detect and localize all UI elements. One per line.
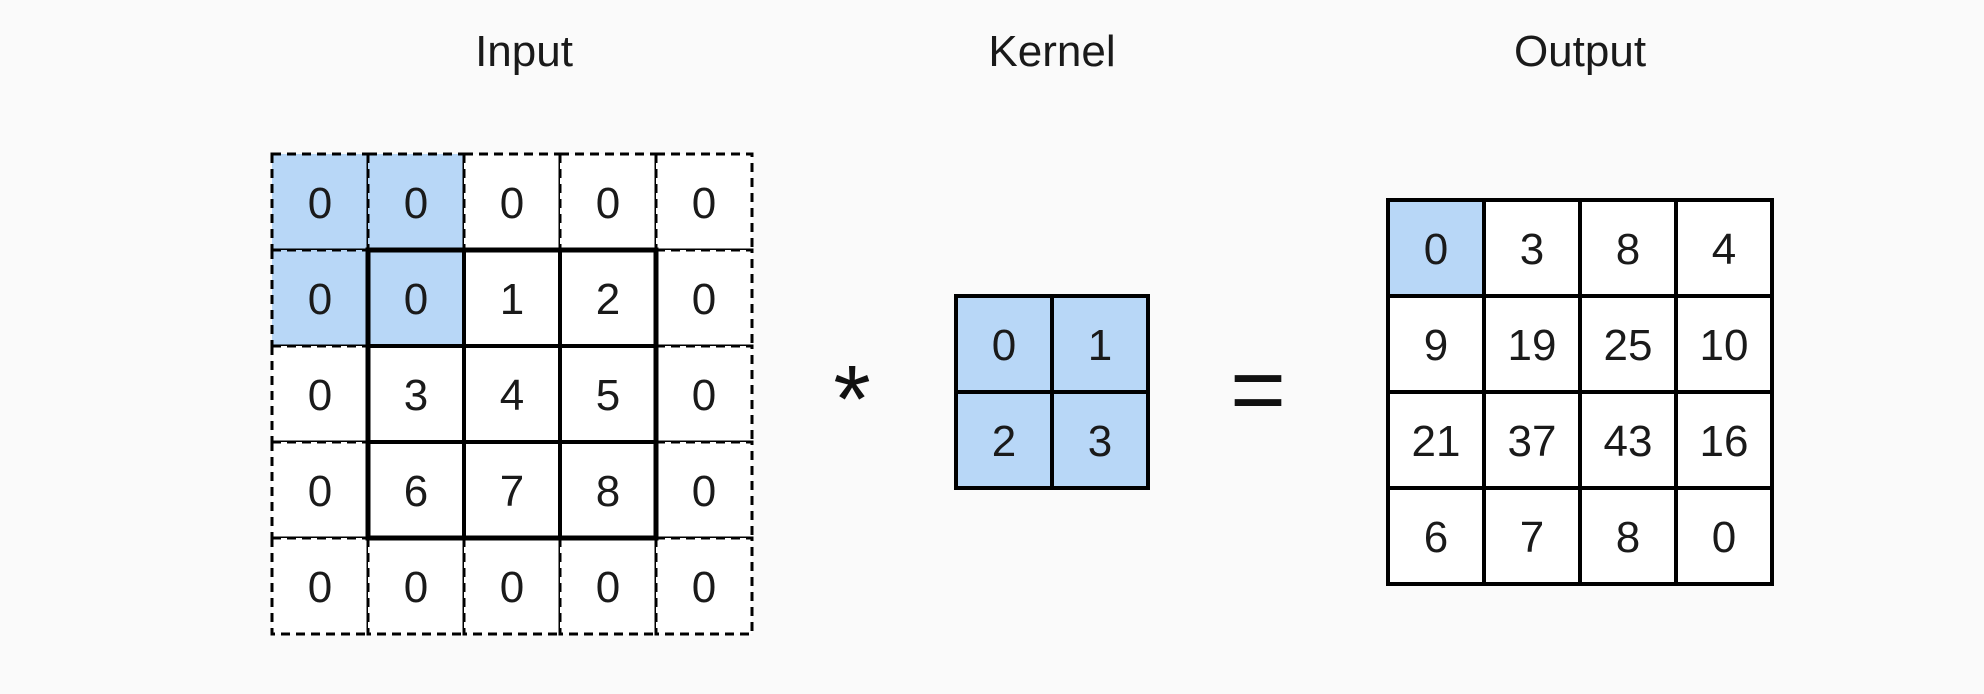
kernel-cell-value: 3 <box>1088 417 1112 466</box>
input-cell-value: 0 <box>692 467 716 516</box>
output-grid: 0 3 8 4 9 19 25 10 21 37 43 16 6 7 8 0 <box>1386 198 1774 586</box>
input-cell-value: 8 <box>596 467 620 516</box>
input-cell-value: 7 <box>500 467 524 516</box>
output-cell <box>1482 294 1582 394</box>
output-cell <box>1578 486 1678 586</box>
input-cell <box>270 152 370 252</box>
input-cell-value: 0 <box>404 563 428 612</box>
input-cell <box>558 440 658 540</box>
input-cell-value: 0 <box>692 371 716 420</box>
output-cell-value: 8 <box>1616 513 1640 562</box>
output-cell-value: 9 <box>1424 321 1448 370</box>
input-cell-value: 0 <box>404 179 428 228</box>
input-cell <box>270 248 370 348</box>
output-cell-value: 4 <box>1712 225 1736 274</box>
convolution-operator: * <box>833 346 870 453</box>
output-cell <box>1386 486 1486 586</box>
kernel-cell <box>1050 390 1150 490</box>
input-cell <box>654 536 754 636</box>
kernel-cell-value: 2 <box>992 417 1016 466</box>
kernel-cell <box>1050 294 1150 394</box>
output-cell <box>1482 390 1582 490</box>
input-cell <box>366 152 466 252</box>
input-cell <box>270 536 370 636</box>
input-grid: 0 0 0 0 0 0 0 1 2 0 0 3 4 5 0 0 6 7 8 0 0 0 0 0 0 <box>270 152 754 636</box>
input-cell-value: 0 <box>692 275 716 324</box>
output-cell-value: 16 <box>1700 417 1749 466</box>
output-cell <box>1482 198 1582 298</box>
output-cell-value: 8 <box>1616 225 1640 274</box>
output-cell-value: 43 <box>1604 417 1653 466</box>
output-cell <box>1674 198 1774 298</box>
input-cell-value: 0 <box>308 467 332 516</box>
input-cell-value: 0 <box>692 563 716 612</box>
output-cell-value: 25 <box>1604 321 1653 370</box>
kernel-grid: 0 1 2 3 <box>954 294 1150 490</box>
input-cell-value: 0 <box>308 179 332 228</box>
equals-operator: = <box>1230 336 1286 443</box>
kernel-cell <box>954 294 1054 394</box>
input-cell-value: 0 <box>596 179 620 228</box>
input-cell <box>558 344 658 444</box>
output-cell <box>1482 486 1582 586</box>
kernel-cell <box>954 390 1054 490</box>
input-title: Input <box>475 27 573 76</box>
input-cell-value: 0 <box>308 371 332 420</box>
output-cell-value: 10 <box>1700 321 1749 370</box>
input-cell-value: 0 <box>404 275 428 324</box>
input-cell-value: 3 <box>404 371 428 420</box>
input-cell <box>462 248 562 348</box>
input-cell-value: 1 <box>500 275 524 324</box>
output-cell <box>1386 198 1486 298</box>
input-cell <box>366 344 466 444</box>
output-cell-value: 19 <box>1508 321 1557 370</box>
output-cell-value: 0 <box>1424 225 1448 274</box>
input-cell-value: 0 <box>596 563 620 612</box>
input-cell-value: 0 <box>500 563 524 612</box>
input-cell-value: 6 <box>404 467 428 516</box>
input-cell-value: 0 <box>692 179 716 228</box>
output-cell-value: 7 <box>1520 513 1544 562</box>
input-cell <box>270 440 370 540</box>
kernel-cell-value: 1 <box>1088 321 1112 370</box>
output-title: Output <box>1514 27 1646 76</box>
input-cell <box>462 536 562 636</box>
output-cell-value: 0 <box>1712 513 1736 562</box>
output-cell-value: 21 <box>1412 417 1461 466</box>
kernel-title: Kernel <box>988 27 1115 76</box>
output-cell <box>1674 486 1774 586</box>
output-cell-value: 6 <box>1424 513 1448 562</box>
input-cell-value: 0 <box>308 563 332 612</box>
input-cell-value: 0 <box>500 179 524 228</box>
output-cell-value: 37 <box>1508 417 1557 466</box>
output-cell <box>1674 390 1774 490</box>
input-cell <box>654 440 754 540</box>
input-cell-value: 5 <box>596 371 620 420</box>
input-cell-value: 2 <box>596 275 620 324</box>
input-cell-value: 0 <box>308 275 332 324</box>
input-original-border <box>365 247 659 541</box>
kernel-cell-value: 0 <box>992 321 1016 370</box>
output-cell-value: 3 <box>1520 225 1544 274</box>
input-cell-value: 4 <box>500 371 524 420</box>
